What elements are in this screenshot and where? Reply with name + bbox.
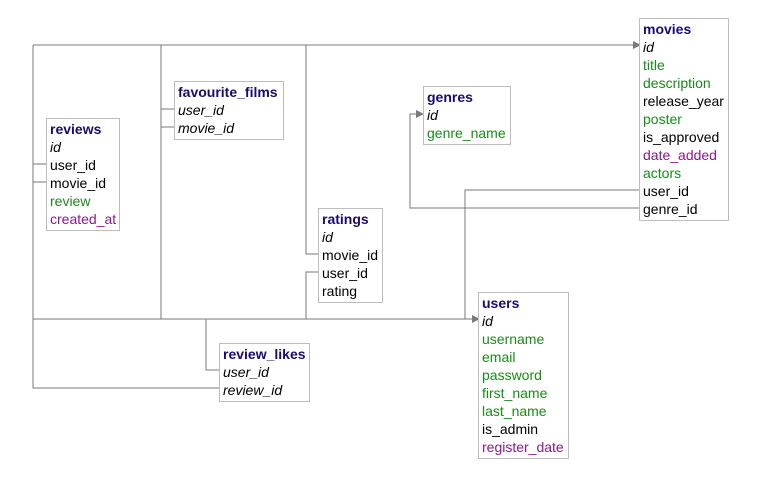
field-review-id: review_id <box>223 382 283 398</box>
field-rating: rating <box>322 283 358 299</box>
field-email: email <box>482 349 516 365</box>
table-title: reviews <box>50 121 102 137</box>
field-first-name: first_name <box>482 385 548 401</box>
field-user-id: user_id <box>322 265 368 281</box>
line-ratings-movie-id <box>305 45 319 255</box>
line-review-likes-to-reviews <box>32 45 220 389</box>
field-last-name: last_name <box>482 403 547 419</box>
line-favourite-movie-id <box>160 45 175 128</box>
field-id: id <box>427 107 438 123</box>
line-ratings-user-id <box>305 271 319 319</box>
table-title: movies <box>643 21 692 37</box>
field-release-year: release_year <box>643 93 724 109</box>
table-review-likes[interactable]: review_likes user_id review_id <box>219 343 310 402</box>
table-genres[interactable]: genres id genre_name <box>423 86 511 145</box>
field-id: id <box>482 313 493 329</box>
field-poster: poster <box>643 111 682 127</box>
field-description: description <box>643 75 711 91</box>
line-movies-user-id <box>464 189 640 319</box>
field-genre-name: genre_name <box>427 125 506 141</box>
field-user-id: user_id <box>50 157 96 173</box>
table-title: favourite_films <box>178 84 278 100</box>
field-password: password <box>482 367 542 383</box>
field-user-id: user_id <box>643 183 689 199</box>
field-username: username <box>482 331 545 347</box>
table-favourite-films[interactable]: favourite_films user_id movie_id <box>174 81 284 140</box>
field-review: review <box>50 193 91 209</box>
line-reviews-user-id <box>32 163 47 319</box>
field-created-at: created_at <box>50 211 117 227</box>
field-is-admin: is_admin <box>482 421 539 437</box>
table-title: ratings <box>322 211 369 227</box>
line-favourite-user-id <box>160 108 175 319</box>
field-user-id: user_id <box>178 102 224 118</box>
field-id: id <box>50 139 61 155</box>
field-id: id <box>322 229 333 245</box>
field-is-approved: is_approved <box>643 129 720 145</box>
field-movie-id: movie_id <box>322 247 379 263</box>
field-user-id: user_id <box>223 364 269 380</box>
field-genre-id: genre_id <box>643 201 698 217</box>
line-genre-id <box>409 110 640 209</box>
table-title: users <box>482 295 520 311</box>
field-movie-id: movie_id <box>178 120 235 136</box>
field-date-added: date_added <box>643 147 717 163</box>
field-register-date: register_date <box>482 439 564 455</box>
field-title: title <box>643 57 665 73</box>
table-title: review_likes <box>223 346 306 362</box>
field-id: id <box>643 39 654 55</box>
table-title: genres <box>427 89 473 105</box>
field-movie-id: movie_id <box>50 175 107 191</box>
line-review-likes-user-id <box>205 319 220 371</box>
field-actors: actors <box>643 165 682 181</box>
